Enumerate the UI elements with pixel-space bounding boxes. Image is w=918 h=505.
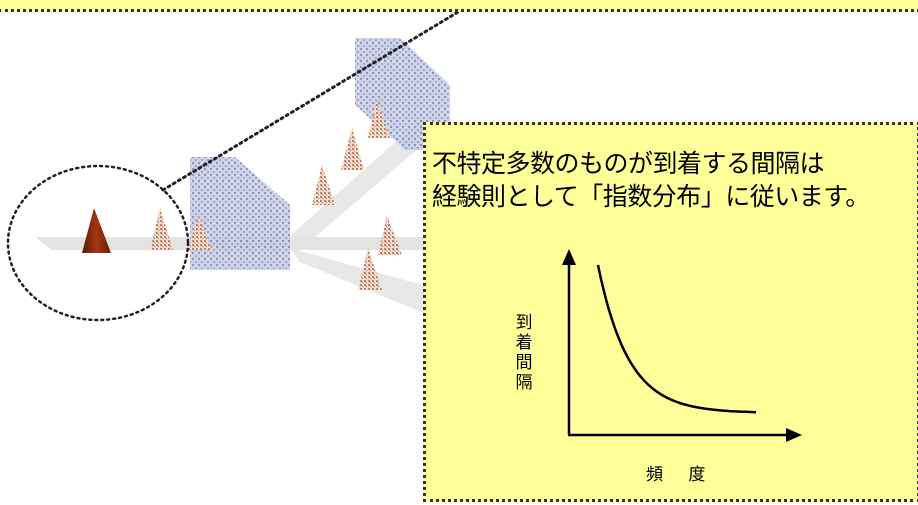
callout-line-1: 不特定多数のものが到着する間隔は: [432, 149, 825, 178]
service-block-main: [190, 157, 290, 270]
queue-cone: [150, 208, 173, 250]
callout-line-2: 経験則として「指数分布」に従います。: [432, 182, 870, 211]
y-axis-label: 到着間隔: [515, 313, 533, 393]
queue-cone: [378, 215, 402, 255]
queue-cone: [358, 248, 382, 290]
queue-cone: [368, 100, 390, 138]
queue-cone: [188, 215, 212, 250]
exponential-decay-curve: [596, 264, 757, 414]
queue-cone: [341, 128, 364, 170]
arriving-customer-cone: [82, 208, 111, 253]
callout-text: 不特定多数のものが到着する間隔は経験則として「指数分布」に従います。: [432, 147, 870, 213]
y-axis-arrowhead: [562, 249, 576, 265]
top-callout-strip: [0, 0, 918, 12]
x-axis-arrowhead: [786, 428, 802, 442]
queue-cone: [312, 165, 335, 205]
magnifier-connector-line: [161, 7, 465, 192]
magnifier-circle: [6, 164, 190, 322]
upper-branch-path: [290, 120, 440, 250]
exponential-graph: [562, 249, 802, 442]
x-axis-label: 頻 度: [646, 465, 716, 485]
explanation-callout: 不特定多数のものが到着する間隔は経験則として「指数分布」に従います。 到着間隔 …: [423, 122, 918, 502]
